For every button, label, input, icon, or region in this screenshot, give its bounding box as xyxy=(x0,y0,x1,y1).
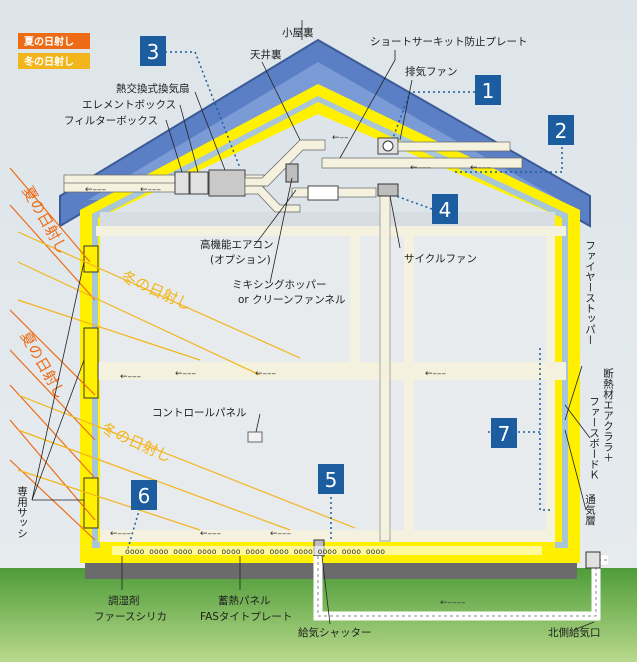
svg-text:←–––: ←––– xyxy=(85,185,107,195)
heat-exchanger xyxy=(208,169,246,197)
svg-text:←–––: ←––– xyxy=(255,369,277,379)
svg-text:←–––: ←––– xyxy=(410,163,432,173)
label-exhaust-fan: 排気ファン xyxy=(405,65,458,78)
legend-summer-swatch xyxy=(18,33,90,49)
label-heat-panel: 蓄熱パネル xyxy=(218,594,271,607)
legend-winter-swatch xyxy=(18,53,90,69)
label-mixing-hopper: ミキシングホッパー xyxy=(232,278,327,291)
callout-7: 7 xyxy=(491,418,517,448)
label-leaders xyxy=(31,20,595,631)
sash-window-middle xyxy=(83,327,99,399)
label-cycle-fan: サイクルファン xyxy=(404,253,477,265)
heat-storage-row: oooo oooo oooo oooo oooo oooo oooo oooo … xyxy=(112,546,542,556)
label-supply-shutter: 給気シャッター xyxy=(298,626,372,639)
vertical-supply-duct xyxy=(379,195,391,542)
label-vent-layer: 通気層 xyxy=(584,494,596,526)
callout-6: 6 xyxy=(131,480,157,510)
label-fire-stopper: ファイヤーストッパー xyxy=(584,240,596,345)
svg-text:6: 6 xyxy=(138,484,151,508)
svg-text:←––: ←–– xyxy=(332,133,349,143)
legend-winter-label: 冬の日射し xyxy=(24,55,74,68)
label-insulation-2: ファースボードＫ xyxy=(588,396,600,480)
callout-5: 5 xyxy=(318,464,344,494)
cycle-fan xyxy=(377,183,399,197)
floor-slab xyxy=(100,530,555,542)
airflow-arrows: ←––– ←––– ←–– ←––– ←––– ←––– ←––– ←––– ←––– ←… xyxy=(85,133,492,608)
label-clean-funnel: or クリーンファンネル xyxy=(238,294,346,306)
label-sash: 専用サッシ xyxy=(16,486,28,539)
label-heat-exchanger: 熱交換式換気扇 xyxy=(116,82,190,95)
label-aircon: 高機能エアコン xyxy=(200,238,274,251)
north-inlet-icon xyxy=(585,551,601,569)
svg-text:7: 7 xyxy=(498,422,511,446)
mixing-hopper xyxy=(285,163,299,183)
svg-text:5: 5 xyxy=(325,468,338,492)
air-conditioner xyxy=(307,185,339,201)
svg-text:oooo oooo oooo oooo oooo oooo: oooo oooo oooo oooo oooo oooo oooo oooo … xyxy=(125,547,385,556)
svg-text:←–––: ←––– xyxy=(110,529,132,539)
fan-icon xyxy=(382,140,394,152)
label-filter-box: フィルターボックス xyxy=(64,115,158,127)
upper-duct-wall xyxy=(350,236,360,362)
legend: 夏の日射し 冬の日射し xyxy=(18,33,90,69)
svg-text:←–––: ←––– xyxy=(425,369,447,379)
svg-text:←–––: ←––– xyxy=(470,163,492,173)
interior xyxy=(100,232,555,542)
label-fas-tight-plate: FASタイトプレート xyxy=(200,611,292,623)
legend-summer-label: 夏の日射し xyxy=(23,35,74,48)
label-element-box: エレメントボックス xyxy=(82,99,176,111)
sash-window-upper xyxy=(83,245,99,273)
svg-text:1: 1 xyxy=(482,79,495,103)
label-firth-silica: ファースシリカ xyxy=(94,611,167,623)
svg-text:←–––: ←––– xyxy=(200,529,222,539)
label-humidity-agent: 調湿剤 xyxy=(108,594,140,607)
svg-text:←–––: ←––– xyxy=(140,185,162,195)
svg-text:2: 2 xyxy=(555,119,568,143)
svg-text:←–––: ←––– xyxy=(175,369,197,379)
svg-text:3: 3 xyxy=(147,40,160,64)
label-control-panel: コントロールパネル xyxy=(152,407,247,419)
svg-text:←–––: ←––– xyxy=(120,372,142,382)
filter-box xyxy=(174,171,190,195)
control-panel xyxy=(247,431,263,443)
svg-text:4: 4 xyxy=(439,198,452,222)
second-floor-slab xyxy=(96,362,566,380)
callout-4: 4 xyxy=(432,194,458,224)
summer-sun-rays xyxy=(9,167,96,541)
callout-3: 3 xyxy=(140,36,166,66)
element-box xyxy=(189,171,209,195)
ceiling-duct xyxy=(321,157,523,169)
callout-1: 1 xyxy=(475,75,501,105)
label-attic: 小屋裏 xyxy=(282,26,314,39)
foundation xyxy=(85,563,577,579)
sash-window-lower xyxy=(83,477,99,529)
label-short-circuit-plate: ショートサーキット防止プレート xyxy=(370,35,528,48)
svg-text:←–––: ←––– xyxy=(270,529,292,539)
label-north-inlet: 北側給気口 xyxy=(548,626,601,639)
callout-2: 2 xyxy=(548,115,574,145)
label-insulation-1: 断熱材エアクララ＋ xyxy=(602,367,614,462)
label-aircon-option: (オプション) xyxy=(210,254,271,266)
svg-text:←––––: ←–––– xyxy=(440,598,466,608)
label-ceiling-space: 天井裏 xyxy=(250,48,282,61)
